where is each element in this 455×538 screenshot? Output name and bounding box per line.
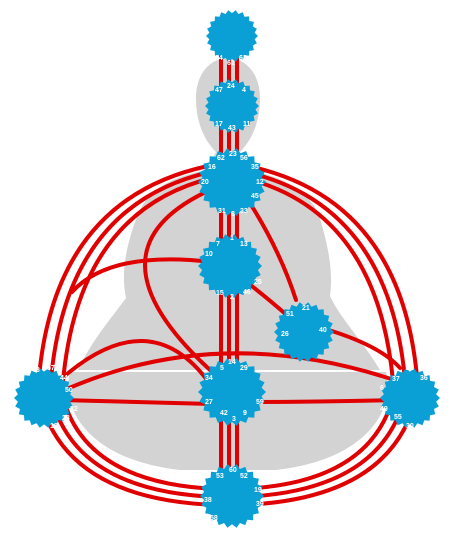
gate-label: 26 [281,331,289,338]
gate-label: 59 [256,399,264,406]
gate-label: 53 [216,473,224,480]
gate-label: 63 [239,55,247,62]
gate-label: 29 [240,365,248,372]
gate-label: 62 [217,155,225,162]
gate-label: 43 [228,125,236,132]
gate-label: 5 [220,365,224,372]
gate-label: 37 [392,376,400,383]
gate-label: 64 [215,55,223,62]
channel-sacral-to-solar [244,400,398,402]
gate-label: 24 [227,83,235,90]
gate-label: 3 [232,416,236,423]
gate-label: 11 [243,121,251,128]
gate-label: 13 [240,241,248,248]
gate-label: 20 [201,179,209,186]
gate-label: 61 [227,60,235,67]
gate-label: 36 [420,375,428,382]
gate-label: 10 [205,251,213,258]
gate-label: 18 [50,423,58,430]
gate-label: 55 [394,414,402,421]
gate-label: 12 [256,179,264,186]
gate-label: 19 [254,487,262,494]
gate-label: 2 [230,294,234,301]
gate-label: 21 [302,305,310,312]
gate-label: 32 [70,406,78,413]
gate-label: 57 [47,365,55,372]
gate-label: 35 [251,164,259,171]
gate-label: 40 [319,327,327,334]
gate-label: 49 [380,406,388,413]
gate-label: 16 [208,164,216,171]
gate-label: 33 [240,208,248,215]
gate-label: 50 [65,387,73,394]
gate-label: 51 [286,311,294,318]
gate-label: 38 [204,497,212,504]
gate-label: 39 [256,501,264,508]
gate-label: 45 [251,193,259,200]
gate-label: 41 [253,515,261,522]
gate-label: 52 [240,473,248,480]
gate-label: 46 [243,289,251,296]
gate-label: 4 [242,87,246,94]
head-center [206,10,258,61]
gate-label: 14 [228,359,236,366]
gate-label: 22 [406,365,414,372]
gate-label: 60 [229,467,237,474]
gate-label: 30 [406,423,414,430]
gate-label: 47 [215,87,223,94]
gate-label: 7 [216,241,220,248]
gate-label: 23 [229,151,237,158]
gate-label: 58 [210,515,218,522]
gate-label: 9 [243,410,247,417]
gate-label: 25 [254,279,262,286]
gate-label: 27 [205,399,213,406]
gate-label: 44 [60,375,68,382]
gate-label: 34 [205,375,213,382]
gate-label: 15 [216,290,224,297]
gate-label: 28 [62,415,70,422]
gate-label: 48 [32,367,40,374]
gate-label: 42 [220,410,228,417]
gate-label: 8 [231,211,235,218]
gate-label: 17 [215,121,223,128]
gate-label: 56 [240,155,248,162]
gate-label: 1 [230,235,234,242]
gate-label: 31 [218,208,226,215]
gate-label: 6 [380,385,384,392]
